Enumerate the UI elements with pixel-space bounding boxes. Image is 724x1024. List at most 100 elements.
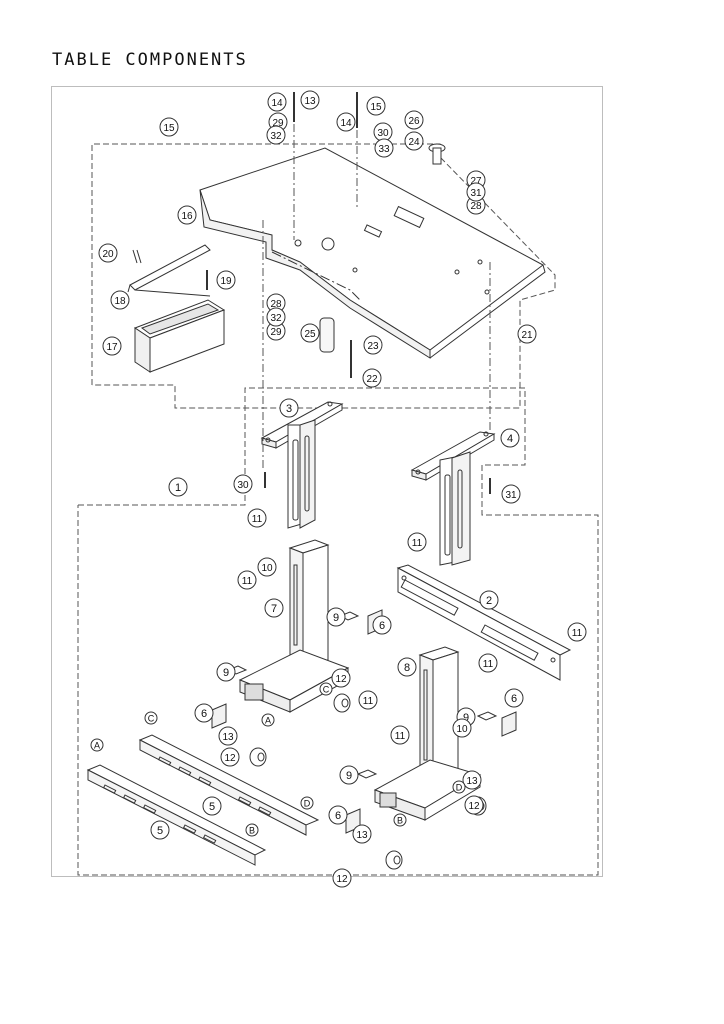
svg-text:12: 12 (468, 801, 480, 812)
callout-14: 14 (267, 92, 287, 112)
svg-text:4: 4 (507, 433, 513, 445)
callout-13: 13 (462, 770, 482, 790)
svg-text:D: D (304, 799, 311, 809)
svg-text:27: 27 (470, 176, 482, 187)
svg-text:12: 12 (335, 674, 347, 685)
svg-text:6: 6 (201, 708, 207, 720)
connector-B: B (245, 823, 259, 837)
callout-1: 1 (168, 477, 188, 497)
svg-text:32: 32 (270, 131, 282, 142)
svg-text:D: D (456, 783, 463, 793)
svg-text:2: 2 (486, 595, 492, 607)
svg-text:13: 13 (222, 732, 234, 743)
svg-text:13: 13 (304, 96, 316, 107)
svg-text:15: 15 (163, 123, 175, 134)
callout-14: 14 (336, 112, 356, 132)
table-top (199, 147, 546, 359)
svg-text:14: 14 (340, 118, 352, 129)
callout-33: 33 (374, 138, 394, 158)
svg-text:11: 11 (483, 659, 494, 670)
callout-3: 3 (279, 398, 299, 418)
callout-10: 10 (257, 557, 277, 577)
svg-text:11: 11 (572, 628, 583, 639)
bolt (264, 92, 491, 494)
callout-11: 11 (567, 622, 587, 642)
svg-text:31: 31 (470, 188, 482, 199)
svg-text:B: B (397, 816, 403, 826)
callout-15: 15 (366, 96, 386, 116)
callout-11: 11 (407, 532, 427, 552)
svg-text:11: 11 (395, 731, 406, 742)
callout-21: 21 (517, 324, 537, 344)
svg-text:28: 28 (270, 299, 282, 310)
svg-text:13: 13 (356, 830, 368, 841)
connector-A: A (261, 713, 275, 727)
svg-text:21: 21 (521, 330, 533, 341)
group-outline-1 (77, 387, 599, 876)
page-title: TABLE COMPONENTS (52, 50, 248, 70)
callout-30: 30 (373, 122, 393, 142)
cross-brace (396, 564, 572, 681)
callout-9: 9 (216, 662, 236, 682)
svg-text:11: 11 (363, 696, 374, 707)
callout-10: 10 (452, 718, 472, 738)
svg-text:12: 12 (224, 753, 236, 764)
svg-text:C: C (148, 714, 155, 724)
svg-text:20: 20 (102, 249, 114, 260)
svg-text:10: 10 (456, 724, 468, 735)
drawer-rail (127, 244, 211, 297)
callout-11: 11 (478, 653, 498, 673)
connector-D: D (452, 780, 466, 794)
group-outline-16 (91, 143, 556, 409)
svg-text:24: 24 (408, 137, 420, 148)
svg-text:C: C (323, 685, 330, 695)
callout-12: 12 (332, 868, 352, 888)
callout-9: 9 (326, 607, 346, 627)
connector-B: B (393, 813, 407, 827)
callout-31: 31 (466, 182, 486, 202)
callout-28: 28 (266, 293, 286, 313)
foot-rail-back (138, 734, 320, 836)
svg-text:6: 6 (379, 620, 385, 632)
callout-12: 12 (464, 795, 484, 815)
svg-text:33: 33 (378, 144, 390, 155)
callout-23: 23 (363, 335, 383, 355)
svg-text:3: 3 (286, 403, 292, 415)
callout-9: 9 (339, 765, 359, 785)
callout-25: 25 (300, 323, 320, 343)
callout-13: 13 (300, 90, 320, 110)
callout-16: 16 (177, 205, 197, 225)
connector-A: A (90, 738, 104, 752)
svg-text:9: 9 (223, 667, 229, 679)
svg-text:B: B (249, 826, 255, 836)
svg-text:32: 32 (270, 313, 282, 324)
callout-31: 31 (501, 484, 521, 504)
svg-text:9: 9 (333, 612, 339, 624)
svg-text:25: 25 (304, 329, 316, 340)
svg-text:26: 26 (408, 116, 420, 127)
connector-C: C (144, 711, 158, 725)
svg-text:29: 29 (272, 118, 284, 129)
callout-2: 2 (479, 590, 499, 610)
svg-text:17: 17 (106, 342, 118, 353)
svg-text:22: 22 (366, 374, 378, 385)
spool-26 (319, 317, 335, 353)
callout-11: 11 (358, 690, 378, 710)
callout-13: 13 (352, 824, 372, 844)
svg-text:8: 8 (404, 662, 410, 674)
callout-8: 8 (397, 657, 417, 677)
svg-text:1: 1 (175, 482, 181, 494)
callout-15: 15 (159, 117, 179, 137)
svg-text:A: A (94, 741, 100, 751)
svg-text:6: 6 (511, 693, 517, 705)
callout-11: 11 (237, 570, 257, 590)
svg-text:10: 10 (261, 563, 273, 574)
callout-26: 26 (404, 110, 424, 130)
callout-6: 6 (372, 615, 392, 635)
svg-text:9: 9 (346, 770, 352, 782)
callout-4: 4 (500, 428, 520, 448)
callout-6: 6 (328, 805, 348, 825)
callout-11: 11 (247, 508, 267, 528)
svg-text:12: 12 (336, 874, 348, 885)
